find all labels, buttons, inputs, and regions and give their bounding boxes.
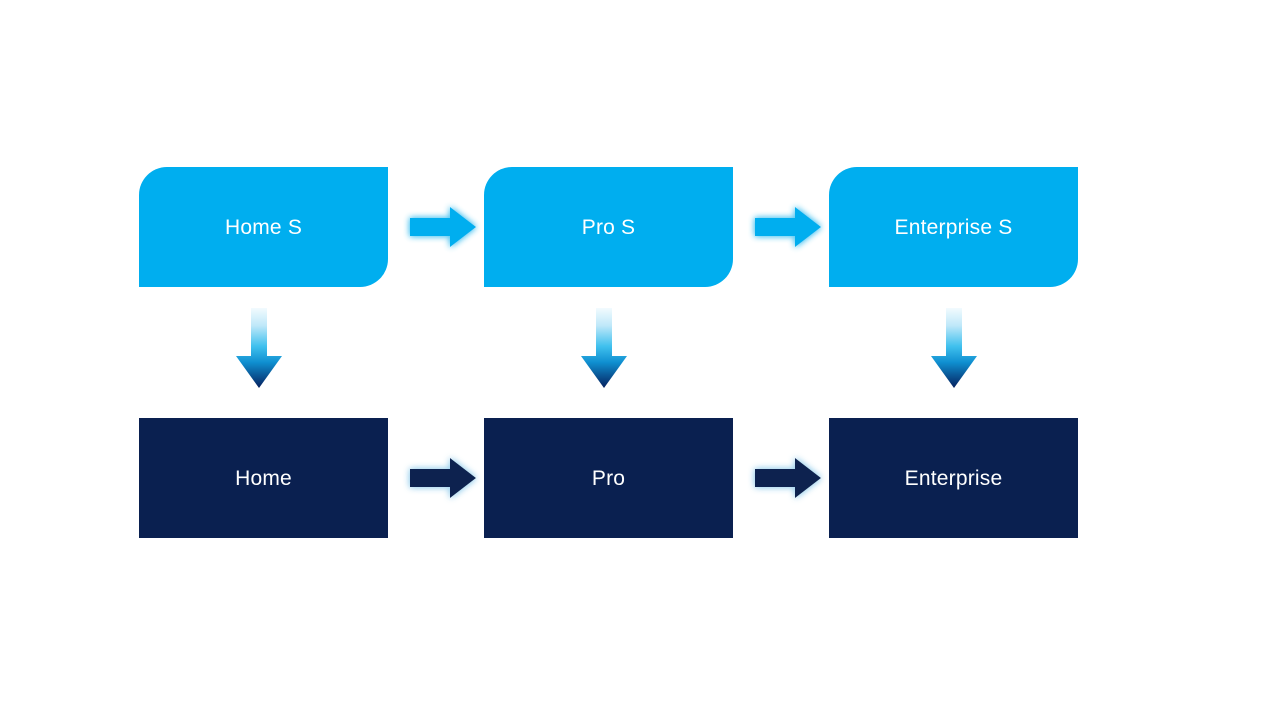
arrow-down-icon-enterprise-s-to-enterprise (930, 308, 978, 390)
tier-label-pro-s: Pro S (581, 215, 636, 239)
tier-box-enterprise[interactable]: Enterprise (829, 418, 1078, 538)
tier-box-pro[interactable]: Pro (484, 418, 733, 538)
tier-box-home-s[interactable]: Home S (139, 167, 388, 287)
tier-box-home[interactable]: Home (139, 418, 388, 538)
tier-box-enterprise-s[interactable]: Enterprise S (829, 167, 1078, 287)
arrow-right-icon-pro-s-to-enterprise-s (753, 204, 823, 250)
tier-label-enterprise-s: Enterprise S (894, 215, 1013, 239)
tier-label-home-s: Home S (224, 215, 303, 239)
arrow-down-icon-pro-s-to-pro (580, 308, 628, 390)
arrow-right-icon-home-to-pro (408, 455, 478, 501)
arrow-right-icon-pro-to-enterprise (753, 455, 823, 501)
arrow-down-icon-home-s-to-home (235, 308, 283, 390)
tier-box-pro-s[interactable]: Pro S (484, 167, 733, 287)
tier-label-home: Home (235, 466, 292, 490)
tier-label-pro: Pro (591, 466, 626, 490)
tier-label-enterprise: Enterprise (904, 466, 1003, 490)
arrow-right-icon-home-s-to-pro-s (408, 204, 478, 250)
